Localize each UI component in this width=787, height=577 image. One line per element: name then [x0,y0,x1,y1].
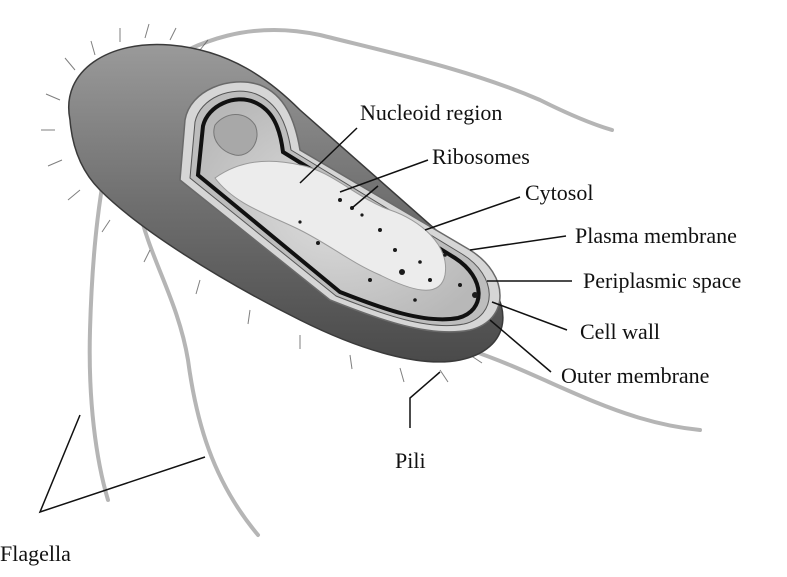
cytosol-label: Cytosol [525,180,594,205]
plasma-membrane-leader [469,235,567,251]
flagellum-4 [468,348,702,432]
cell-wall-leader [491,301,568,331]
flagella-label: Flagella [0,541,71,566]
leader-lines [38,127,572,514]
flagella-leader [38,414,206,514]
ribosomes-leader-2 [351,185,379,209]
ribosome-dots [298,198,478,302]
nucleoid-leader [299,127,358,184]
nucleoid-region [214,160,447,291]
nucleoid-region-label: Nucleoid region [360,100,503,125]
plasma-membrane-label: Plasma membrane [575,223,737,248]
pili-leader [409,371,441,428]
flagellum-2 [136,203,260,537]
outer-membrane-label: Outer membrane [561,363,710,388]
pili-fringe [41,23,483,383]
outer-membrane-leader [489,319,552,373]
ribosomes-leader-1 [339,159,429,193]
nucleoid-fold [213,114,258,156]
periplasmic-space-label: Periplasmic space [583,268,742,293]
ribosomes-label: Ribosomes [432,144,530,169]
cytosol-leader [424,196,521,231]
cell-wall-label: Cell wall [580,319,661,344]
flagellum-3 [148,27,614,132]
pili-label: Pili [395,448,426,473]
